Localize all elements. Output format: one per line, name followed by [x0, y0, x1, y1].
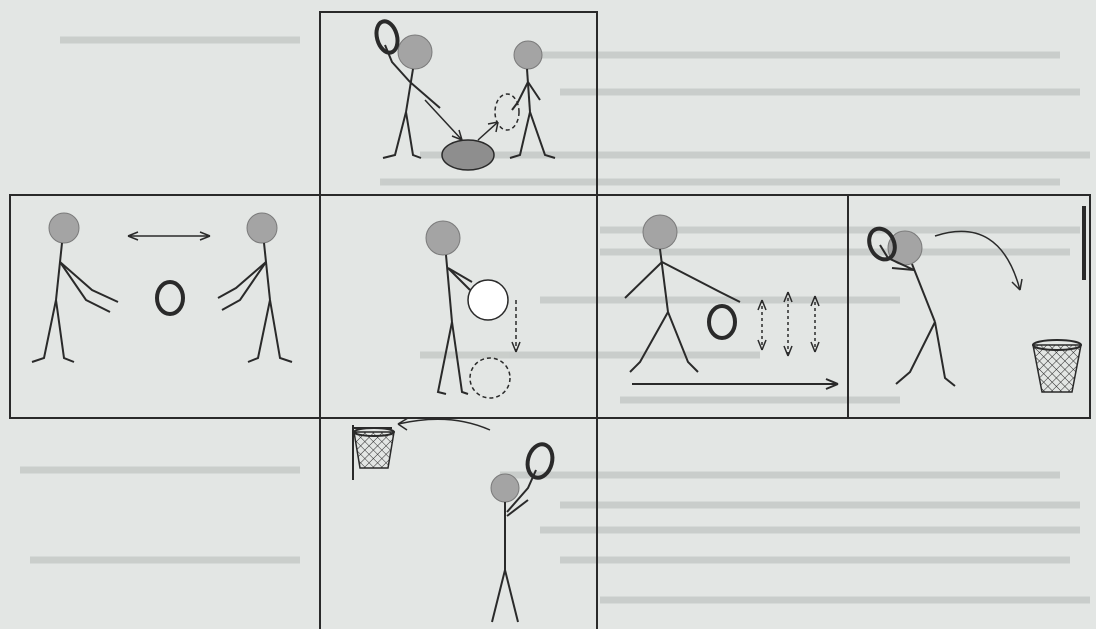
panel-top	[373, 19, 555, 170]
stick-figure-dribbler	[426, 221, 472, 394]
panel-bottom	[353, 418, 556, 622]
panel-frames	[10, 12, 1090, 629]
ball-icon	[468, 280, 508, 320]
stick-figure-hoop-shooter	[491, 470, 536, 622]
shot-trajectory-arrow-icon	[398, 419, 490, 430]
page-showthrough	[20, 40, 1090, 600]
stick-figure-runner-dribbler	[625, 215, 740, 372]
stick-figure-catcher	[510, 41, 555, 158]
hoop-icon	[353, 425, 394, 480]
bounce-arrow-icon	[478, 122, 498, 140]
stick-figure-passer-right	[218, 213, 292, 362]
ball-on-ground-icon	[442, 140, 494, 170]
throw-arrow-icon	[425, 100, 462, 140]
ring-icon	[157, 282, 183, 314]
ring-icon	[709, 306, 735, 338]
ball-bounce-dashed-icon	[495, 94, 519, 130]
panel-center	[426, 221, 520, 398]
stick-figure-passer-left	[32, 213, 118, 362]
backboard-icon	[1082, 206, 1086, 280]
ball-bounce-dashed-icon	[470, 358, 510, 398]
panel-left	[32, 213, 292, 362]
shot-trajectory-arrow-icon	[935, 231, 1020, 290]
basket-icon	[1033, 340, 1081, 392]
